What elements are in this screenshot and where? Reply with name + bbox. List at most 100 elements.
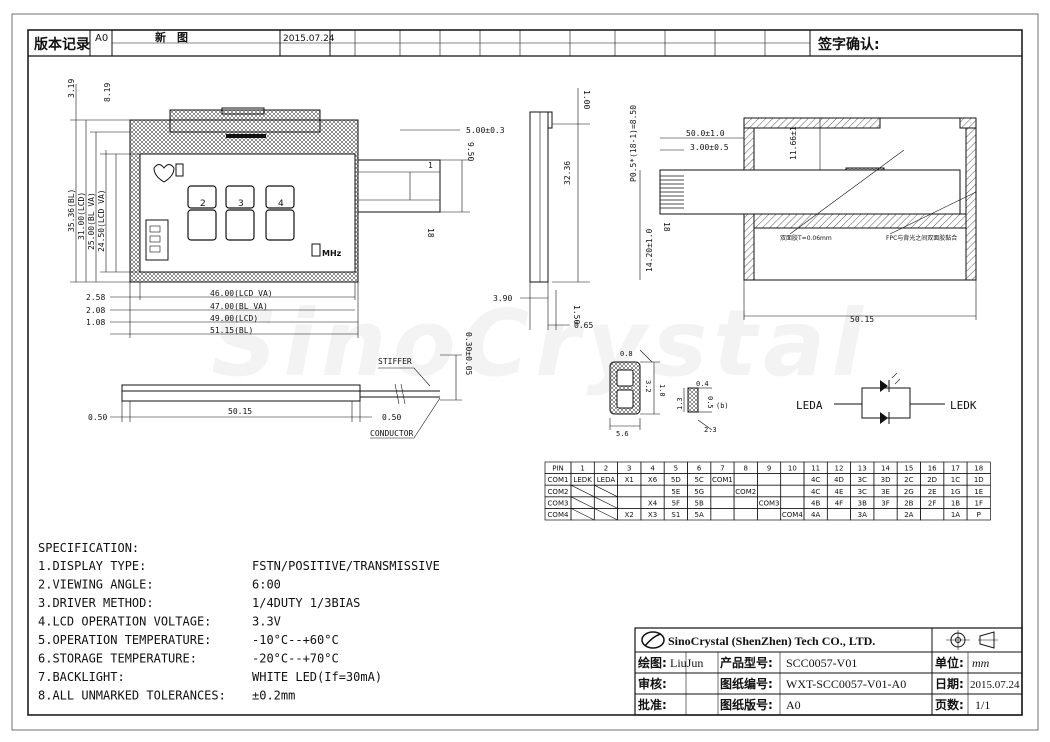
dim-1-08: 1.08 (86, 318, 105, 327)
spec-label: 3.DRIVER METHOD: (38, 596, 154, 610)
fpc-dim-50: 50.0±1.0 (686, 129, 725, 138)
version-label: 图纸版号: (720, 697, 773, 712)
pin-table-value: 1G (951, 488, 961, 496)
pin-table-slash (570, 484, 595, 498)
side-view (520, 88, 590, 330)
pin-table-cell (780, 484, 805, 498)
pin-table-value: 2F (928, 499, 936, 507)
pin-table-value: 1B (951, 499, 960, 507)
mhz-label: MHz (322, 249, 342, 258)
pin-table-value: 3C (858, 476, 867, 484)
pin-table-slash (594, 496, 618, 509)
pin-table-value: COM1 (548, 476, 569, 484)
pin-table-value: X2 (625, 511, 634, 519)
pin-table-cell (733, 473, 758, 486)
pin-table-value: 3D (881, 476, 891, 484)
pin-table-value: 5G (694, 488, 704, 496)
sign-confirm-label: 签字确认: (817, 36, 880, 53)
spec-title: SPECIFICATION: (38, 541, 139, 555)
pin-table-value: COM3 (759, 499, 780, 507)
pin-table-header: 7 (720, 465, 724, 473)
dim-31-00-lcd: 31.00(LCD) (77, 192, 86, 240)
pin-table-value: COM3 (548, 499, 569, 507)
conductor-label: CONDUCTOR (370, 429, 414, 438)
pin-table-value: LEDA (597, 476, 616, 484)
pin-table-value: 3F (881, 499, 889, 507)
spec-label: 4.LCD OPERATION VOLTAGE: (38, 615, 211, 629)
dim-8-19: 8.19 (103, 83, 112, 102)
front-pin-1: 1 (428, 161, 433, 170)
pin-table-header: 4 (650, 465, 655, 473)
side-dim-0-65: 0.65 (574, 321, 593, 330)
page-value: 1/1 (975, 698, 990, 712)
pin-table-cell (733, 496, 758, 509)
pin-table-cell (733, 508, 758, 521)
pin-table-value: 3E (881, 488, 890, 496)
pin-table-value: 1E (974, 488, 983, 496)
pin-table-value: 1A (951, 511, 960, 519)
spec-label: 8.ALL UNMARKED TOLERANCES: (38, 689, 226, 703)
specification: SPECIFICATION: 1.DISPLAY TYPE:FSTN/POSIT… (38, 541, 440, 703)
spec-label: 2.VIEWING ANGLE: (38, 578, 154, 592)
pin-table-header: 11 (811, 465, 820, 473)
pin-table-header: 3 (627, 465, 631, 473)
pin-table-value: 5C (694, 476, 703, 484)
spec-value: 1/4DUTY 1/3BIAS (252, 596, 360, 610)
pin-table-header: 10 (788, 465, 797, 473)
pin-table-value: 5D (671, 476, 681, 484)
pin-table-value: 2B (904, 499, 913, 507)
note-double-tape: 双面胶T=0.06mm (780, 234, 832, 242)
check-label: 审核: (638, 676, 667, 691)
front-dims-bottom (110, 282, 359, 338)
model-value: SCC0057-V01 (786, 656, 857, 670)
pin-table-value: LEDK (573, 476, 592, 484)
spec-value: -10°C--+60°C (252, 633, 339, 647)
pin-table-value: 4C (811, 476, 820, 484)
pin-table-slash (594, 484, 618, 498)
date-value: 2015.07.24 (970, 679, 1020, 691)
outer-frame (11, 13, 1039, 731)
pin-table-header: 15 (904, 465, 913, 473)
approve-label: 批准: (638, 697, 667, 712)
pin-table-slash (594, 508, 618, 521)
stiffer-label: STIFFER (378, 357, 412, 366)
pin-table-value: COM4 (548, 511, 569, 519)
digit-3: 3 (238, 199, 244, 209)
dim-25-00-bl-va: 25.00(BL VA) (87, 192, 96, 250)
title-block: SinoCrystal (ShenZhen) Tech CO., LTD. 绘图… (634, 627, 1023, 716)
fpc-dim-14-20: 14.20±1.0 (645, 228, 654, 272)
pin-table-header: 2 (604, 465, 608, 473)
spec-value: -20°C--+70°C (252, 652, 339, 666)
pin-table-cell (640, 484, 665, 498)
drawing-no-label: 图纸编号: (720, 676, 773, 691)
pin-table-cell (757, 508, 782, 521)
pin-table-value: COM2 (735, 488, 756, 496)
led-schematic (834, 372, 945, 424)
dim-2-08: 2.08 (86, 306, 105, 315)
pin-table-cell (710, 484, 735, 498)
revision-label: 版本记录 (34, 36, 90, 53)
pin-table-value: X4 (648, 499, 658, 507)
pin-table-value: 3C (858, 488, 867, 496)
drawing-no-value: WXT-SCC0057-V01-A0 (786, 677, 906, 691)
front-pin-18: 18 (426, 228, 435, 238)
side-dim-3-90: 3.90 (493, 294, 512, 303)
pin-table-header: 9 (767, 465, 771, 473)
pin-table-cell (873, 508, 898, 521)
pin-table-cell (710, 496, 735, 509)
spec-label: 7.BACKLIGHT: (38, 670, 125, 684)
pin-table-cell (780, 473, 805, 486)
seg-dim-5-6: 5.6 (616, 430, 629, 438)
spec-label: 5.OPERATION TEMPERATURE: (38, 633, 211, 647)
revision-description: 新 图 (155, 30, 188, 44)
dim-47-bl-va: 47.00(BL VA) (210, 302, 268, 311)
draw-label: 绘图: (638, 655, 667, 670)
bottom-dim-0-50-right: 0.50 (382, 413, 401, 422)
pin-table-value: 1D (974, 476, 984, 484)
seg-dim-3-2: 3.2 (644, 380, 652, 393)
seg-dim-0-4: 0.4 (696, 380, 709, 388)
page-label: 页数: (935, 697, 964, 712)
pin-table-value: 1C (951, 476, 960, 484)
